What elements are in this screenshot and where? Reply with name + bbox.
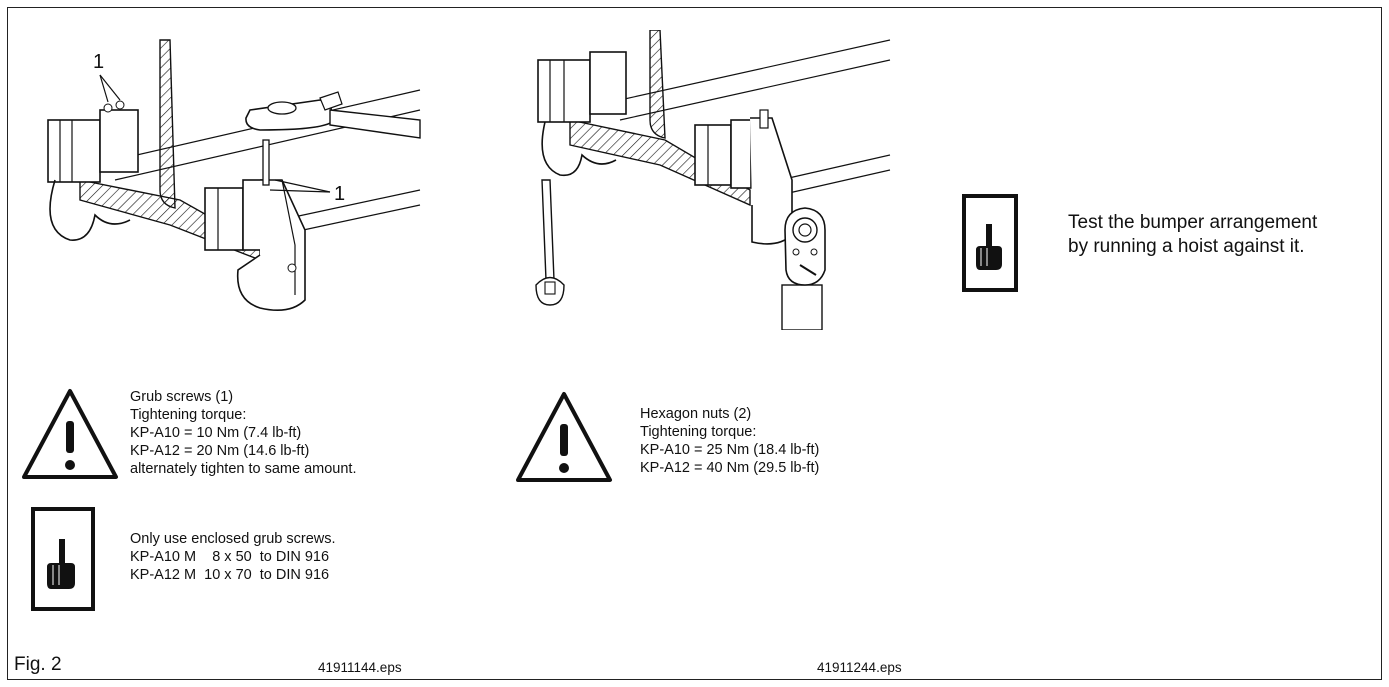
warning-middle-line-1: Hexagon nuts (2) xyxy=(640,406,752,422)
warning-middle-line-3: KP-A10 = 25 Nm (18.4 lb-ft) xyxy=(640,442,820,458)
hint-right-text: Test the bumper arrangement by running a… xyxy=(1068,211,1317,259)
hint-right-line-1: Test the bumper arrangement xyxy=(1068,212,1318,233)
page-frame xyxy=(7,7,1382,680)
callout-number-right: 1 xyxy=(334,183,345,205)
callout-number-top: 1 xyxy=(93,51,104,73)
warning-triangle-icon xyxy=(516,392,612,482)
warning-left-line-4: KP-A12 = 20 Nm (14.6 lb-ft) xyxy=(130,443,310,459)
warning-middle-text: Hexagon nuts (2) Tightening torque: KP-A… xyxy=(640,405,819,477)
warning-left-line-1: Grub screws (1) xyxy=(130,389,234,405)
hint-right-line-2: by running a hoist against it. xyxy=(1068,236,1305,257)
warning-left-line-3: KP-A10 = 10 Nm (7.4 lb-ft) xyxy=(130,425,302,441)
figure-label: Fig. 2 xyxy=(14,654,62,675)
file-name-left: 41911144.eps xyxy=(318,660,402,675)
warning-triangle-icon xyxy=(22,389,118,479)
hint-left-line-3: KP-A12 M 10 x 70 to DIN 916 xyxy=(130,567,330,583)
warning-left-line-2: Tightening torque: xyxy=(130,407,247,423)
hint-left-line-1: Only use enclosed grub screws. xyxy=(130,531,336,547)
warning-left-line-5: alternately tighten to same amount. xyxy=(130,461,357,477)
warning-middle-line-2: Tightening torque: xyxy=(640,424,757,440)
warning-left-text: Grub screws (1) Tightening torque: KP-A1… xyxy=(130,388,357,478)
hint-left-line-2: KP-A10 M 8 x 50 to DIN 916 xyxy=(130,549,330,565)
bumper-mounting-illustration-middle xyxy=(535,30,891,330)
bumper-mounting-illustration-left: 1 1 xyxy=(47,39,421,311)
hint-left-text: Only use enclosed grub screws. KP-A10 M … xyxy=(130,530,336,584)
warning-middle-line-4: KP-A12 = 40 Nm (29.5 lb-ft) xyxy=(640,460,820,476)
file-name-middle: 41911244.eps xyxy=(817,660,902,675)
pointing-hand-icon xyxy=(962,194,1018,292)
pointing-hand-icon xyxy=(31,507,95,611)
